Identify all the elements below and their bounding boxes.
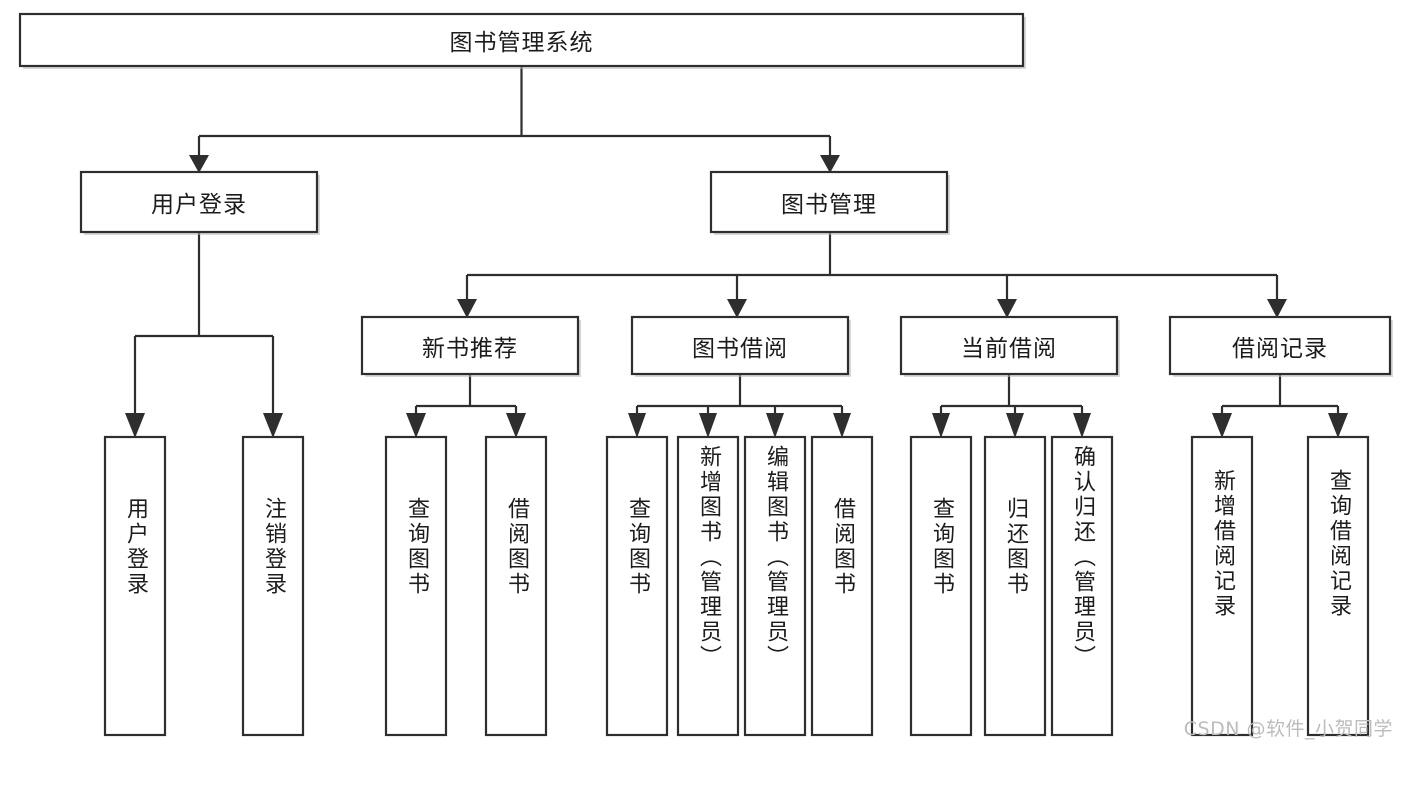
node-new-book-box[interactable]: [360, 315, 580, 376]
arrow-to-leaf-logout: [263, 413, 283, 438]
arrow-to-leaf-borrow-book-1: [506, 413, 526, 438]
arrow-to-leaf-add-book: [699, 413, 717, 438]
node-book-borrow-box[interactable]: [630, 315, 850, 376]
arrow-to-leaf-confirm-return: [1073, 413, 1091, 438]
leaf-box-query-book-3[interactable]: [909, 435, 973, 737]
leaf-box-edit-book[interactable]: [743, 435, 807, 737]
leaf-box-query-record[interactable]: [1306, 435, 1370, 737]
node-user-login-box[interactable]: [79, 170, 319, 234]
arrow-to-leaf-add-record: [1212, 413, 1232, 438]
arrow-to-book-mgmt: [820, 155, 840, 173]
node-book-mgmt-box[interactable]: [709, 170, 949, 234]
arrow-to-leaf-query-book-3: [932, 413, 950, 438]
arrow-to-user-login: [189, 155, 209, 173]
arrow-to-leaf-query-record: [1328, 413, 1348, 438]
leaf-box-query-book-1[interactable]: [384, 435, 448, 737]
leaf-box-borrow-book-1[interactable]: [484, 435, 548, 737]
watermark-text: CSDN @软件_小贺同学: [1183, 718, 1393, 740]
node-borrow-record-box[interactable]: [1168, 315, 1392, 376]
arrow-to-leaf-edit-book: [766, 413, 784, 438]
leaf-box-return-book[interactable]: [983, 435, 1047, 737]
flowchart-diagram: 图书管理系统 用户登录 图书管理 新书推荐 图书借阅 当前借阅 借阅记录 用户登…: [18, 12, 1393, 740]
arrow-to-current-borrow: [997, 299, 1017, 318]
leaf-box-borrow-book-2[interactable]: [810, 435, 874, 737]
node-root-box[interactable]: [18, 12, 1025, 68]
leaf-box-user-login[interactable]: [103, 435, 167, 737]
arrow-to-leaf-return-book: [1006, 413, 1024, 438]
arrow-to-leaf-query-book-1: [406, 413, 426, 438]
leaf-box-logout[interactable]: [241, 435, 305, 737]
box-layer: [18, 12, 1392, 737]
leaf-box-add-record[interactable]: [1190, 435, 1254, 737]
arrowhead-layer: [125, 155, 1348, 438]
arrow-to-leaf-query-book-2: [628, 413, 646, 438]
leaf-box-query-book-2[interactable]: [605, 435, 669, 737]
arrow-to-leaf-borrow-book-2: [833, 413, 851, 438]
arrow-to-borrow-record: [1267, 299, 1287, 318]
arrow-to-new-book: [457, 299, 477, 318]
arrow-to-leaf-user-login: [125, 413, 145, 438]
arrow-to-book-borrow: [727, 299, 747, 318]
leaf-box-add-book[interactable]: [676, 435, 740, 737]
leaf-box-confirm-return[interactable]: [1050, 435, 1114, 737]
tree-svg-canvas: [18, 12, 1393, 737]
node-current-borrow-box[interactable]: [899, 315, 1119, 376]
